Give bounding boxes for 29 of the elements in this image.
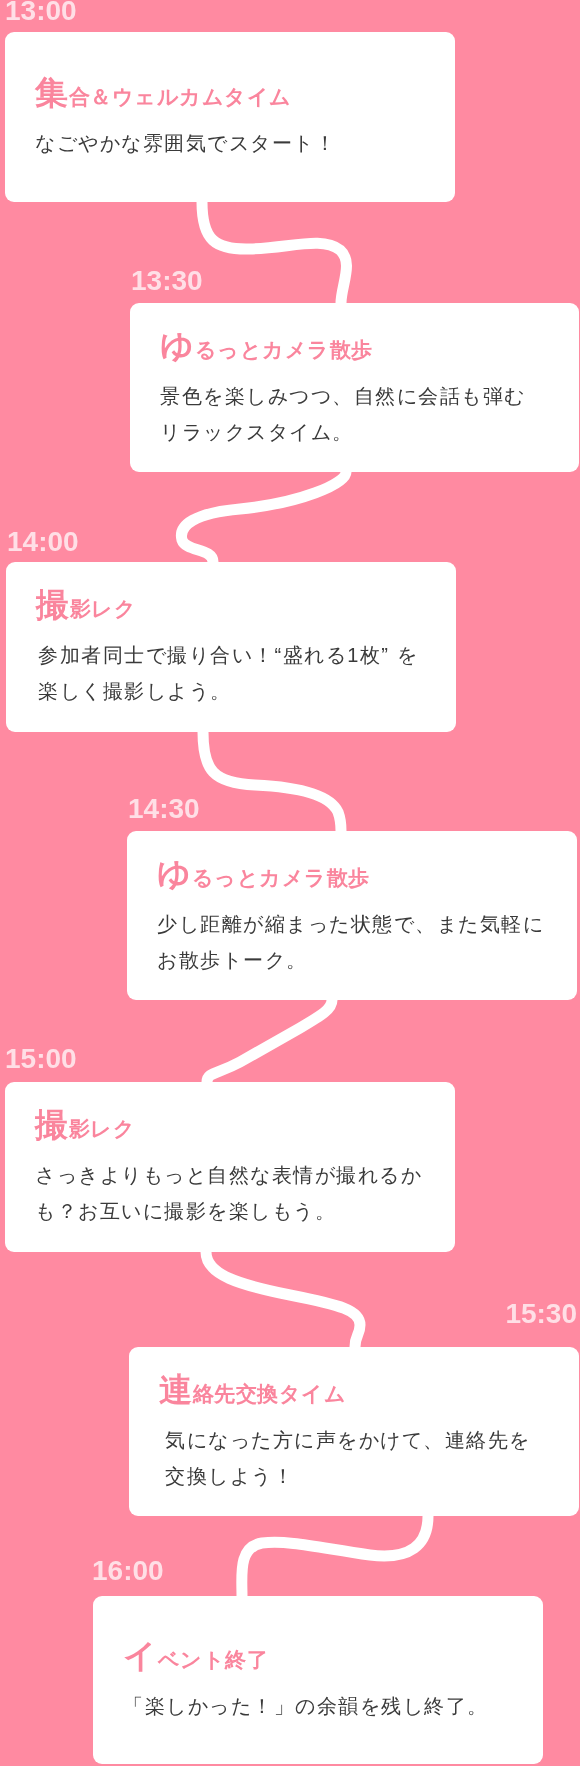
connector-line bbox=[201, 999, 338, 1083]
card-title: 集合＆ウェルカムタイム bbox=[35, 73, 292, 113]
card-text: さっきよりもっと自然な表情が撮れるかも？お互いに撮影を楽しもう。 bbox=[35, 1163, 423, 1224]
time-label: 13:00 bbox=[5, 0, 77, 22]
card-title: ゆるっとカメラ散歩 bbox=[157, 853, 370, 894]
card-title: 撮影レク bbox=[35, 1105, 135, 1145]
time-label: 15:00 bbox=[5, 1048, 77, 1070]
card-text: 「楽しかった！」の余韻を残し終了。 bbox=[123, 1694, 490, 1719]
card-text: 少し距離が縮まった状態で、また気軽にお散歩トーク。 bbox=[157, 911, 545, 973]
schedule-card bbox=[130, 303, 579, 472]
schedule-card bbox=[93, 1596, 543, 1764]
card-title: 連絡先交換タイム bbox=[159, 1369, 346, 1410]
time-label: 16:00 bbox=[92, 1560, 164, 1582]
time-label: 13:30 bbox=[131, 270, 203, 292]
card-title: イベント終了 bbox=[123, 1636, 268, 1676]
card-text: 景色を楽しみつつ、自然に会話も弾むリラックスタイム。 bbox=[160, 383, 527, 445]
schedule-card bbox=[5, 32, 455, 202]
schedule-card bbox=[127, 831, 577, 1000]
time-label: 14:30 bbox=[128, 798, 200, 820]
card-title: 撮影レク bbox=[36, 585, 136, 625]
card-text: 参加者同士で撮り合い！“盛れる1枚” を楽しく撮影しよう。 bbox=[38, 643, 419, 704]
schedule-card bbox=[6, 562, 456, 732]
card-text: 気になった方に声をかけて、連絡先を交換しよう！ bbox=[165, 1427, 532, 1489]
time-label: 14:00 bbox=[7, 531, 79, 553]
time-label: 15:30 bbox=[505, 1303, 577, 1325]
card-title: ゆるっとカメラ散歩 bbox=[160, 325, 373, 366]
schedule-card bbox=[129, 1347, 579, 1516]
card-text: なごやかな雰囲気でスタート！ bbox=[35, 131, 337, 156]
schedule-card bbox=[5, 1082, 455, 1252]
